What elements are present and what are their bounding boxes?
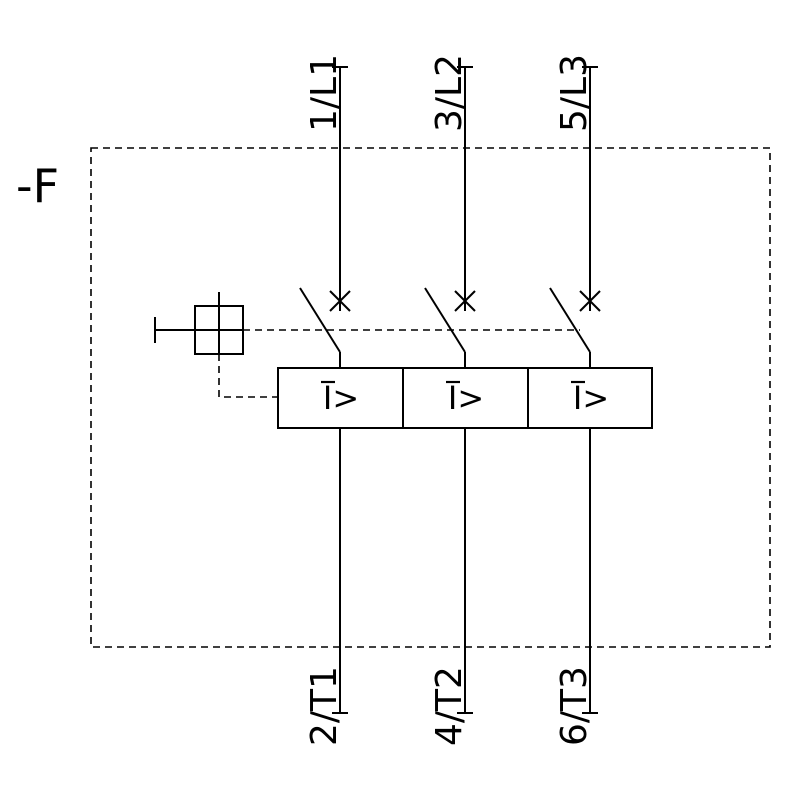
contact-cross-icon bbox=[329, 290, 351, 312]
trip-unit-box bbox=[277, 367, 653, 429]
switch-blade-line bbox=[299, 287, 341, 353]
overcurrent-symbol: I> bbox=[321, 379, 359, 417]
overcurrent-label: I> bbox=[323, 379, 359, 417]
bottom-terminal-label: 6/T3 bbox=[554, 666, 595, 746]
top-terminal-label: 1/L1 bbox=[304, 54, 345, 132]
pole-3: 5/L3 6/T3 bbox=[549, 54, 601, 746]
pole-2: 3/L2 4/T2 bbox=[424, 54, 476, 746]
contact-cross-stroke bbox=[579, 290, 601, 312]
trip-unit: I> I> I> bbox=[277, 367, 653, 429]
contact-cross-icon bbox=[454, 290, 476, 312]
contact-cross-icon bbox=[579, 290, 601, 312]
top-terminal-label: 5/L3 bbox=[554, 54, 595, 132]
operating-mechanism bbox=[154, 292, 580, 398]
switch-blade-line bbox=[549, 287, 591, 353]
top-terminal-label: 3/L2 bbox=[429, 54, 470, 132]
device-designation-label: -F bbox=[16, 159, 59, 213]
pole-1: 1/L1 2/T1 bbox=[299, 54, 351, 746]
overcurrent-label: I> bbox=[448, 379, 484, 417]
device-enclosure-dashed-border bbox=[90, 147, 771, 648]
overcurrent-symbol: I> bbox=[446, 379, 484, 417]
bottom-terminal-label: 4/T2 bbox=[429, 666, 470, 746]
overcurrent-symbol: I> bbox=[571, 379, 609, 417]
trip-linkage-dashed-line bbox=[218, 354, 278, 398]
bottom-terminal-label: 2/T1 bbox=[304, 666, 345, 746]
overcurrent-label: I> bbox=[573, 379, 609, 417]
switch-blade-line bbox=[424, 287, 466, 353]
contact-cross-stroke bbox=[454, 290, 476, 312]
contact-cross-stroke bbox=[329, 290, 351, 312]
